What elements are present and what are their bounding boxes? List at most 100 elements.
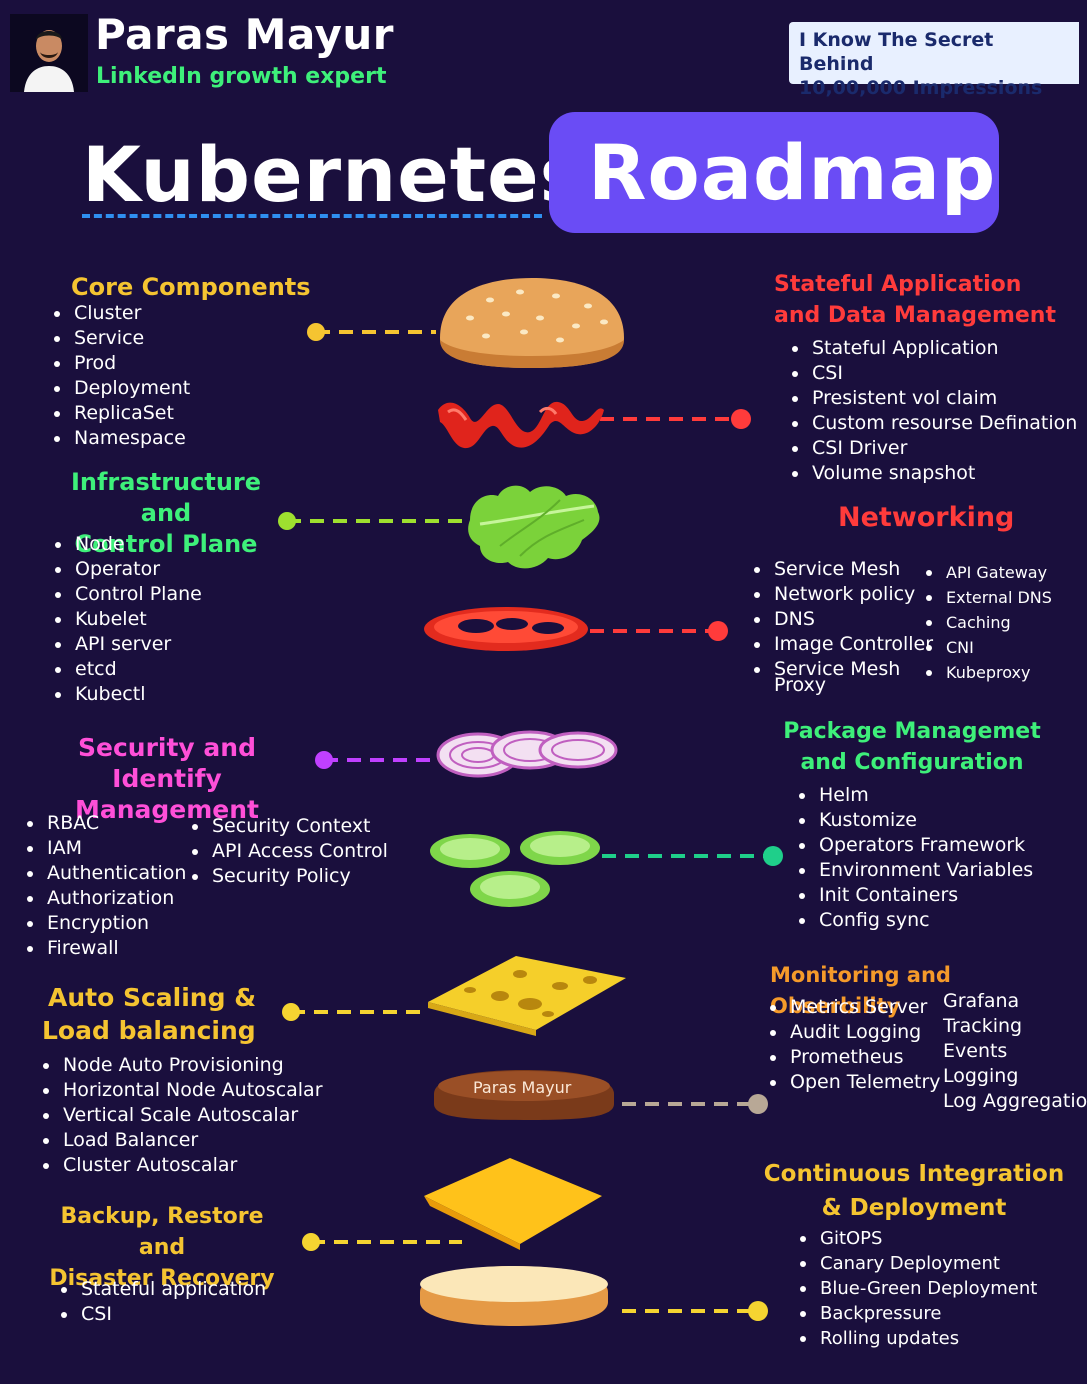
heading-line: Continuous Integration [763, 1161, 1065, 1187]
tagline-line-2: 10,00,000 Impressions [799, 77, 1043, 99]
list-item: API Access Control [190, 839, 388, 864]
list-item: Service [52, 326, 190, 351]
list-item: Kubeproxy [924, 660, 1052, 685]
list-item: Network policy [752, 582, 933, 607]
section-heading-autoscaling: Auto Scaling & Load balancing [42, 981, 256, 1047]
list-item: External DNS [924, 585, 1052, 610]
list-item: IAM [25, 836, 186, 861]
heading-line: Package Managemet [783, 719, 1041, 744]
section-heading-security: Security and Identify Management [22, 732, 312, 825]
list-item: Namespace [52, 426, 190, 451]
list-item: CSI Driver [790, 436, 1077, 461]
bottom-bun-icon [420, 1266, 608, 1326]
connector-backup [302, 1233, 462, 1251]
list-package: Helm Kustomize Operators Framework Envir… [797, 783, 1033, 933]
list-item: Load Balancer [41, 1128, 323, 1153]
list-item: Authentication [25, 861, 186, 886]
heading-line: and Configuration [800, 750, 1024, 775]
list-item: API Gateway [924, 560, 1052, 585]
author-name: Paras Mayur [95, 10, 395, 59]
list-item: Prod [52, 351, 190, 376]
list-item: Proxy [774, 674, 827, 696]
list-item: Stateful application [59, 1277, 266, 1302]
patty-label: Paras Mayur [473, 1078, 572, 1097]
section-heading-package: Package Managemet and Configuration [780, 716, 1044, 778]
connector-autoscaling [282, 1003, 420, 1021]
list-item: DNS [752, 607, 933, 632]
list-item: ReplicaSet [52, 401, 190, 426]
list-item: Firewall [25, 936, 186, 961]
heading-line: Control Plane [74, 530, 258, 558]
author-avatar [10, 14, 88, 92]
list-item: Blue-Green Deployment [798, 1276, 1037, 1301]
section-heading-cicd: Continuous Integration & Deployment [762, 1157, 1066, 1225]
list-item: Horizontal Node Autoscalar [41, 1078, 323, 1103]
list-item: Presistent vol claim [790, 386, 1077, 411]
list-item: Operators Framework [797, 833, 1033, 858]
list-item: Control Plane [53, 582, 202, 607]
heading-line: Load balancing [42, 1016, 256, 1045]
heading-line: and Data Management [774, 303, 1056, 328]
list-networking-wrap: Proxy [774, 673, 826, 698]
list-item: Init Containers [797, 883, 1033, 908]
list-item: Security Policy [190, 864, 388, 889]
list-item: Deployment [52, 376, 190, 401]
title-underline [82, 214, 542, 218]
heading-line: Infrastructure and [70, 468, 262, 527]
section-heading-monitoring: Monitoring and Obserbility [770, 963, 951, 1018]
list-item: Tracking [943, 1015, 1023, 1037]
list-item: Operator [53, 557, 202, 582]
list-security-col2: Security Context API Access Control Secu… [190, 814, 388, 889]
heading-line: Auto Scaling & [48, 983, 257, 1012]
list-item: Canary Deployment [798, 1251, 1037, 1276]
list-item: Audit Logging [768, 1020, 941, 1045]
list-item: Open Telemetry [768, 1070, 941, 1095]
heading-line: Disaster Recovery [49, 1266, 275, 1291]
heading-line: Management [74, 795, 260, 824]
list-item: Grafana [943, 990, 1020, 1012]
list-item: Logging [943, 1065, 1019, 1087]
title-pill [549, 112, 999, 233]
tagline-line-1: I Know The Secret Behind [799, 29, 994, 75]
section-heading-backup: Backup, Restore and Disaster Recovery [40, 1201, 284, 1294]
list-item: RBAC [25, 811, 186, 836]
list-item: Vertical Scale Autoscalar [41, 1103, 323, 1128]
list-item: Log Aggregatio [943, 1090, 1087, 1112]
list-item: Encryption [25, 911, 186, 936]
list-item: Stateful Application [790, 336, 1077, 361]
list-item: Kustomize [797, 808, 1033, 833]
list-item: Helm [797, 783, 1033, 808]
list-item: Environment Variables [797, 858, 1033, 883]
list-item: Custom resourse Defination [790, 411, 1077, 436]
cheddar-cheese-icon [424, 1158, 602, 1250]
list-item: Kubelet [53, 607, 202, 632]
connector-monitoring [622, 1094, 768, 1114]
section-heading-infra: Infrastructure and Control Plane [56, 467, 276, 560]
list-item: CSI [59, 1302, 266, 1327]
list-item: Prometheus [768, 1045, 941, 1070]
tomato-icon [424, 607, 588, 651]
author-role: LinkedIn growth expert [96, 64, 387, 89]
list-item: Node [53, 532, 202, 557]
heading-line: Backup, Restore and [60, 1204, 264, 1260]
list-item: Service Mesh [752, 657, 933, 682]
list-item: Image Controller [752, 632, 933, 657]
onion-icon [436, 730, 618, 778]
list-item: Service Mesh [752, 557, 933, 582]
patty-icon [434, 1070, 614, 1120]
swiss-cheese-icon [428, 956, 626, 1036]
list-cicd: GitOPS Canary Deployment Blue-Green Depl… [798, 1226, 1037, 1351]
connector-networking [590, 621, 728, 641]
list-item: Metrics Server [768, 995, 941, 1020]
page-title-accent: Roadmap [588, 128, 997, 217]
list-item: Backpressure [798, 1301, 1037, 1326]
list-core: Cluster Service Prod Deployment ReplicaS… [52, 301, 190, 451]
section-heading-networking: Networking [838, 502, 1015, 533]
list-item: Events [943, 1040, 1008, 1062]
page-title: Kubernetes [82, 130, 586, 219]
list-networking-col2: API Gateway External DNS Caching CNI Kub… [924, 560, 1052, 685]
list-item: CNI [924, 635, 1052, 660]
connector-infra [278, 512, 466, 530]
list-item: Caching [924, 610, 1052, 635]
